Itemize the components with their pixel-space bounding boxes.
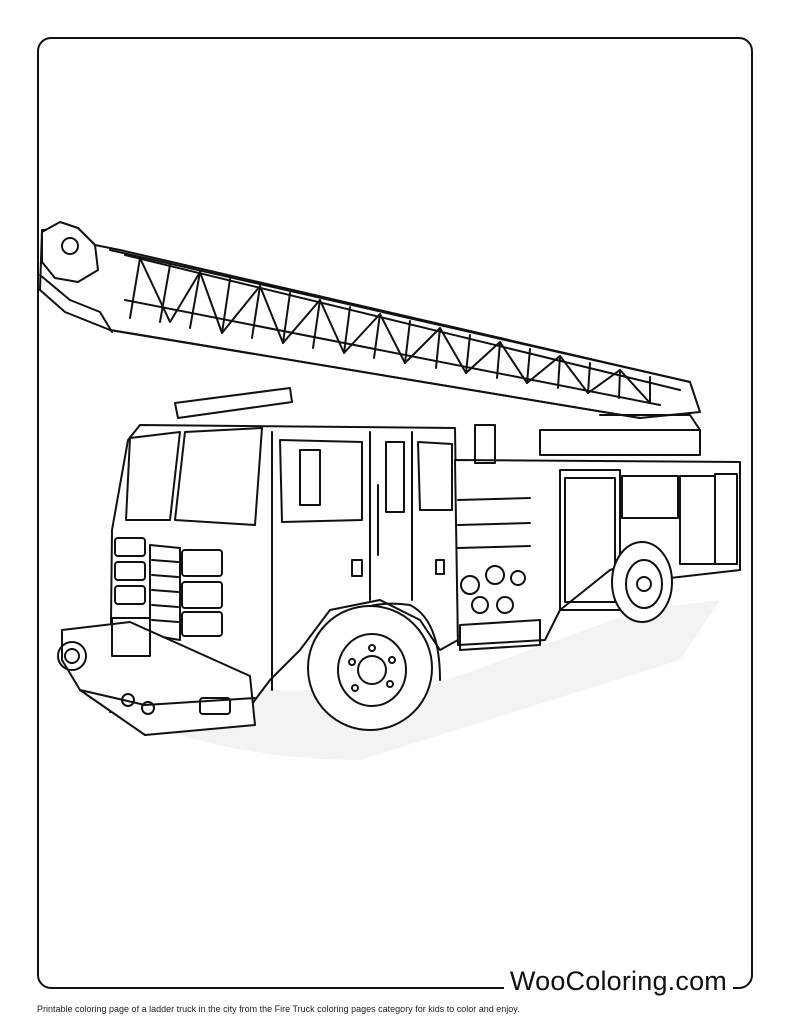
ladder <box>39 221 701 456</box>
site-logo[interactable]: WooColoring.com <box>503 966 733 997</box>
page-caption: Printable coloring page of a ladder truc… <box>37 1004 520 1014</box>
front-wheel <box>307 602 441 731</box>
front-bumper <box>57 617 256 736</box>
page-border <box>37 37 753 989</box>
truck-cab <box>109 387 459 721</box>
rear-wheel <box>611 541 673 623</box>
